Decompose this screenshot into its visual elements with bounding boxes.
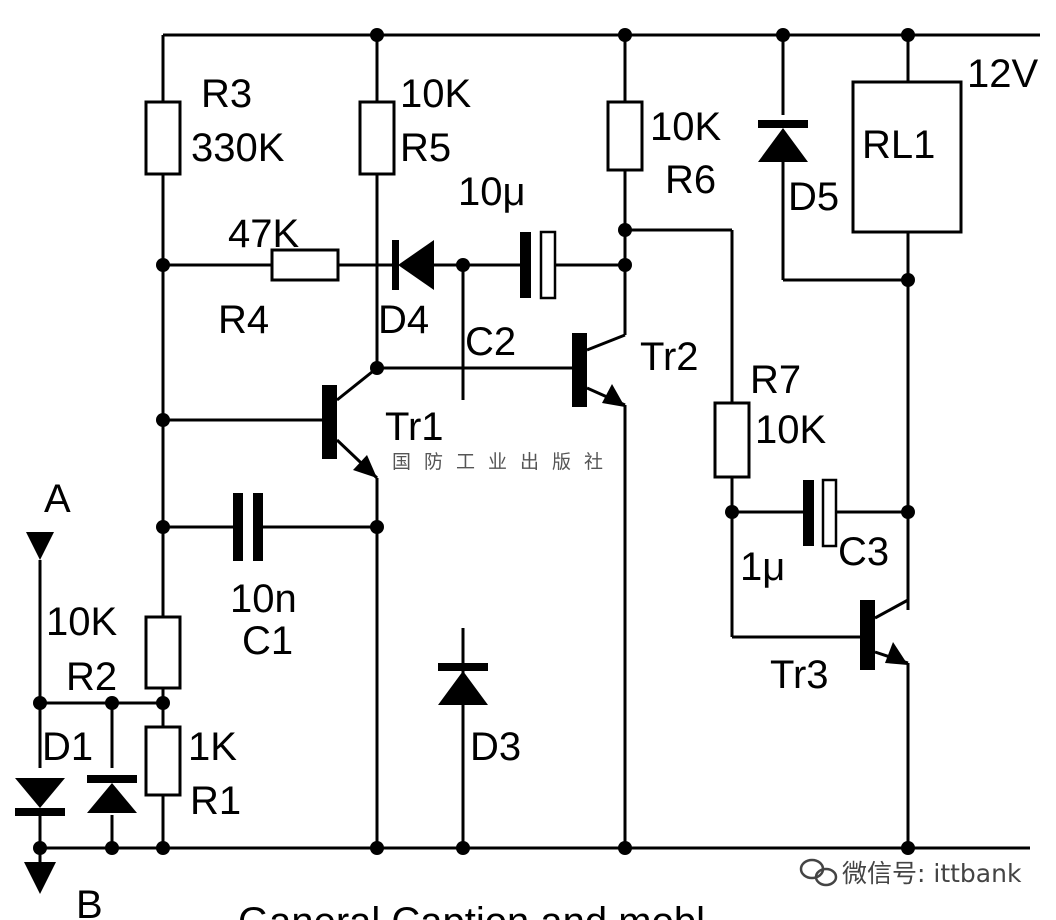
transistor-tr1 [322,366,379,480]
capacitor-c3 [803,478,838,548]
wechat-watermark: 微信号: ittbank [799,858,1022,888]
relay-rl1 [851,80,963,234]
terminal-a-label: A [44,477,71,521]
diode-d5 [758,120,808,162]
resistor-r3 [144,100,182,176]
r7-ref-label: R7 [750,358,801,402]
capacitor-c1 [233,493,263,561]
resistor-r7 [713,401,751,479]
terminal-b-label: B [76,883,103,920]
d1-label: D1 [42,725,93,769]
r1-value-label: 1K [188,725,237,769]
relay-label: RL1 [862,123,935,167]
diode-d4 [392,240,434,290]
resistor-r4 [270,248,340,282]
r2-value-label: 10K [46,600,117,644]
resistor-r5 [358,100,396,176]
resistor-r1 [144,725,182,797]
resistor-r2 [144,615,182,690]
r3-value-label: 330K [191,126,285,170]
wechat-id: 微信号: ittbank [842,859,1022,888]
r6-ref-label: R6 [665,158,716,202]
d5-label: D5 [788,175,839,219]
transistor-tr3 [860,598,909,670]
c3-ref-label: C3 [838,530,889,574]
publisher-watermark: 国防工业出版社 [392,451,616,473]
tr2-label: Tr2 [640,335,699,379]
r3-ref-label: R3 [201,72,252,116]
c3-value-label: 1μ [740,545,785,589]
resistor-r6 [606,100,644,172]
r6-value-label: 10K [650,105,721,149]
r1-ref-label: R1 [190,779,241,823]
junction-dots [33,28,915,855]
tr1-label: Tr1 [385,405,444,449]
capacitor-c2 [520,230,557,300]
r4-value-label: 47K [228,212,299,256]
d3-label: D3 [470,725,521,769]
tr3-label: Tr3 [770,653,829,697]
r4-ref-label: R4 [218,298,269,342]
terminal-a-arrow [26,532,54,560]
wechat-icon [799,858,838,887]
c1-value-label: 10n [230,577,297,621]
c2-ref-label: C2 [465,320,516,364]
terminal-b-arrow [24,862,56,894]
r7-value-label: 10K [755,408,826,452]
r2-ref-label: R2 [66,655,117,699]
diode-d3 [438,663,488,705]
c2-value-label: 10μ [458,170,526,214]
r5-value-label: 10K [400,72,471,116]
diode-d1 [15,778,65,816]
cropped-caption-fragment: Ganeral Caption and mobl [238,900,705,920]
wiring [38,35,910,862]
supply-label: 12V [967,52,1038,96]
transistor-tr2 [572,333,626,407]
c1-ref-label: C1 [242,619,293,663]
r5-ref-label: R5 [400,126,451,170]
diode-d2 [87,775,137,813]
d4-label: D4 [378,298,429,342]
